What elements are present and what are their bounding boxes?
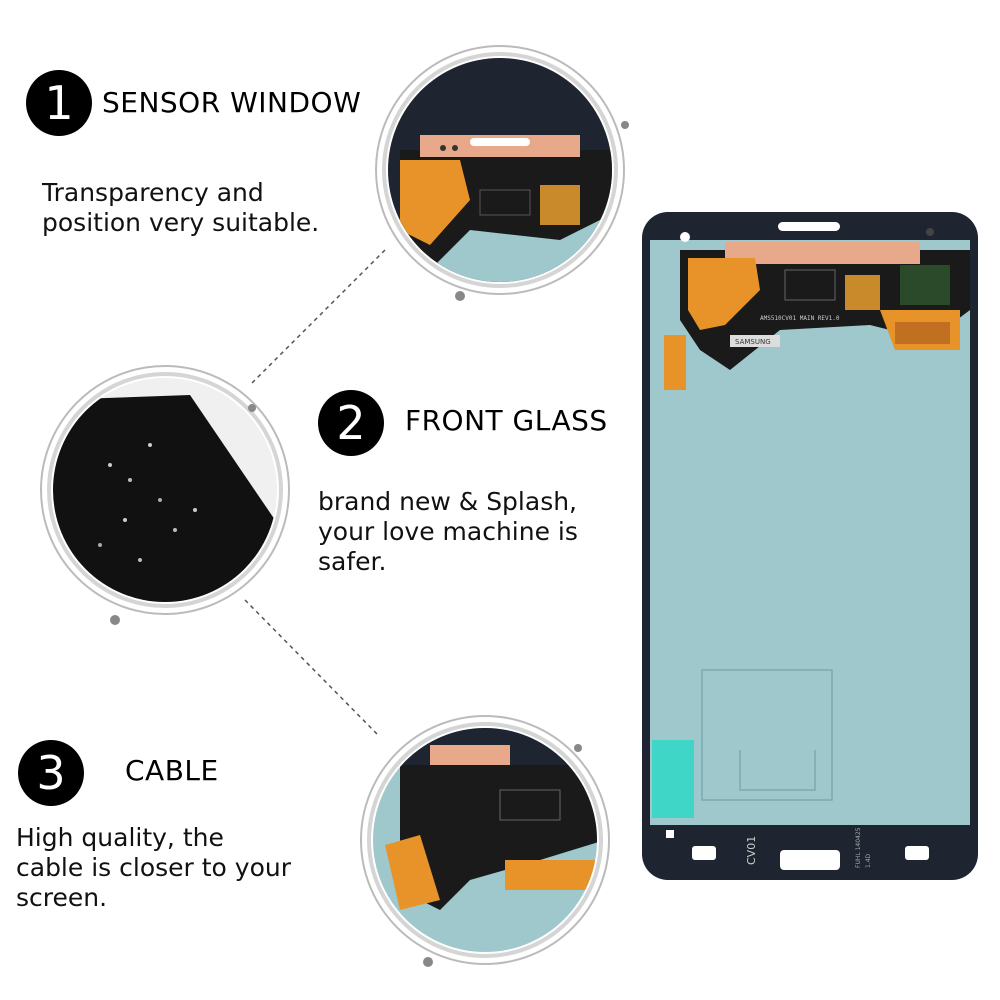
- sensor-dot: [926, 228, 934, 236]
- samsung-label: SAMSUNG: [735, 338, 771, 346]
- feature-3-number-badge: 3: [18, 740, 84, 806]
- feature-3-description: High quality, the cable is closer to you…: [16, 823, 291, 913]
- feature-2-desc-line: safer.: [318, 547, 387, 576]
- feature-3-desc-line: screen.: [16, 883, 108, 912]
- cv01-label: CV01: [745, 836, 758, 865]
- left-key-slot: [692, 846, 716, 860]
- right-key-slot: [905, 846, 929, 860]
- panel-outline-rect: [701, 669, 833, 801]
- sensor-window-zoom: [375, 45, 629, 301]
- feature-1-desc-line: position very suitable.: [42, 208, 320, 237]
- feature-2-desc-line: your love machine is: [318, 517, 578, 546]
- feature-3-desc-line: cable is closer to your: [16, 853, 291, 882]
- feature-2-title: FRONT GLASS: [405, 404, 608, 437]
- ic-chip: [784, 269, 836, 301]
- feature-3-title: CABLE: [125, 754, 219, 787]
- earpiece-slot: [778, 222, 840, 231]
- feature-2-desc-line: brand new & Splash,: [318, 487, 578, 516]
- feature-1-number-badge: 1: [26, 70, 92, 136]
- board-copper-strip: [725, 242, 920, 264]
- feature-1-desc-line: Transparency and: [42, 178, 264, 207]
- front-camera-hole: [680, 232, 690, 242]
- connector-line-2: [244, 599, 379, 736]
- ic-chip-gold: [845, 275, 880, 310]
- feature-3-desc-line: High quality, the: [16, 823, 224, 852]
- front-glass-zoom: [40, 365, 290, 625]
- feature-1-description: Transparency and position very suitable.: [42, 178, 319, 238]
- samsung-label-bg: [730, 335, 780, 347]
- ic-chip-green: [900, 265, 950, 305]
- fuhl-label: FUHL 140425: [855, 827, 862, 868]
- protective-sticker: [652, 740, 694, 818]
- panel-outline-path: [739, 750, 816, 791]
- home-button-slot: [780, 850, 840, 870]
- left-connector: [664, 335, 686, 390]
- phone-lcd-assembly: AMS510CV01 MAIN REV1.0 SAMSUNG CV01 FUHL…: [642, 212, 978, 880]
- board-label: AMS510CV01 MAIN REV1.0: [760, 315, 840, 322]
- bottom-small-mark: [666, 830, 674, 838]
- connector: [895, 322, 950, 344]
- cable-zoom: [360, 715, 610, 967]
- connector-line-1: [249, 249, 386, 386]
- feature-2-description: brand new & Splash, your love machine is…: [318, 487, 578, 577]
- flex-cable: [688, 258, 760, 330]
- feature-1-title: SENSOR WINDOW: [102, 86, 362, 119]
- feature-2-number-badge: 2: [318, 390, 384, 456]
- fuhl-sublabel: 1.4D: [865, 853, 872, 868]
